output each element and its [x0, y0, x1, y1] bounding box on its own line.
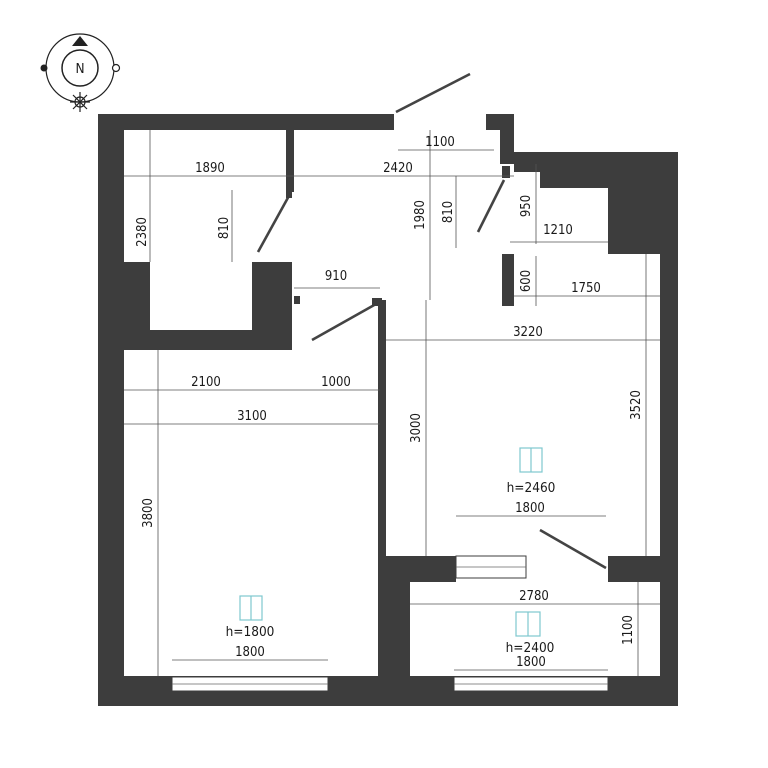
- dim-3800: 3800: [141, 498, 156, 528]
- window-markers: h=2460 h=1800 h=2400: [226, 447, 556, 656]
- label-h-room: h=2460: [507, 480, 556, 496]
- door-entrance[interactable]: [395, 72, 471, 114]
- dim-1100-top: 1100: [425, 135, 455, 150]
- north-arrow-icon: [72, 36, 88, 46]
- dim-3220: 3220: [513, 325, 543, 340]
- door-bedroom[interactable]: [311, 302, 377, 342]
- dim-950: 950: [519, 195, 534, 217]
- door-bedroom-jamb2: [372, 298, 382, 306]
- wall-room1-bottom: [124, 330, 292, 350]
- dim-2780: 2780: [519, 589, 549, 604]
- dim-3520: 3520: [629, 390, 644, 420]
- dim-2380: 2380: [135, 217, 150, 247]
- wall-balcony-top-right: [608, 556, 660, 582]
- door-bedroom-jamb: [294, 296, 300, 304]
- dim-2100: 2100: [191, 375, 221, 390]
- wall-partition-middle: [378, 300, 386, 684]
- compass-circle: [61, 49, 99, 87]
- dim-3000: 3000: [409, 413, 424, 443]
- door-bath[interactable]: [476, 179, 506, 233]
- compass-label: N: [75, 61, 84, 77]
- compass: N: [40, 33, 121, 112]
- dim-1980: 1980: [413, 200, 428, 230]
- door-balcony[interactable]: [539, 528, 607, 570]
- dim-810-right: 810: [441, 201, 456, 223]
- dim-1100-right: 1100: [621, 615, 636, 645]
- wall-right: [660, 152, 678, 706]
- label-h-bedroom: h=1800: [226, 624, 275, 640]
- dim-1800-bottom-right: 1800: [516, 655, 546, 670]
- label-h-balcony: h=2400: [506, 640, 555, 656]
- wall-left: [98, 114, 124, 706]
- sun-icon: [70, 92, 90, 112]
- door-room1-jamb: [286, 190, 292, 198]
- dim-1800-mid: 1800: [515, 501, 545, 516]
- doors: [256, 72, 607, 570]
- windows: [171, 555, 609, 692]
- compass-east-dot: [111, 63, 121, 73]
- wall-partition-top: [286, 130, 294, 192]
- wall-entrance-jamb: [500, 114, 514, 164]
- dim-1000: 1000: [321, 375, 351, 390]
- dim-600: 600: [519, 270, 534, 292]
- wall-balcony-left: [386, 556, 410, 684]
- dim-1750: 1750: [571, 281, 601, 296]
- compass-west-dot: [40, 64, 48, 72]
- dimension-labels: 1890 2420 1100 2380 810 1980 810 950 121…: [135, 135, 644, 670]
- dim-810-left: 810: [217, 217, 232, 239]
- window-icon-bedroom: [239, 595, 263, 621]
- dim-1890: 1890: [195, 161, 225, 176]
- walls: [98, 114, 678, 706]
- dim-910: 910: [325, 269, 347, 284]
- dim-2420: 2420: [383, 161, 413, 176]
- dimension-lines: [124, 130, 660, 676]
- window-icon-balcony: [515, 611, 541, 637]
- dim-3100: 3100: [237, 409, 267, 424]
- dim-1210: 1210: [543, 223, 573, 238]
- wall-bath-left: [502, 254, 514, 306]
- wall-bath-top-stub: [502, 166, 510, 178]
- window-icon-room: [519, 447, 543, 473]
- dim-1800-bottom-left: 1800: [235, 645, 265, 660]
- wall-top-left: [98, 114, 394, 130]
- door-room1[interactable]: [256, 193, 292, 253]
